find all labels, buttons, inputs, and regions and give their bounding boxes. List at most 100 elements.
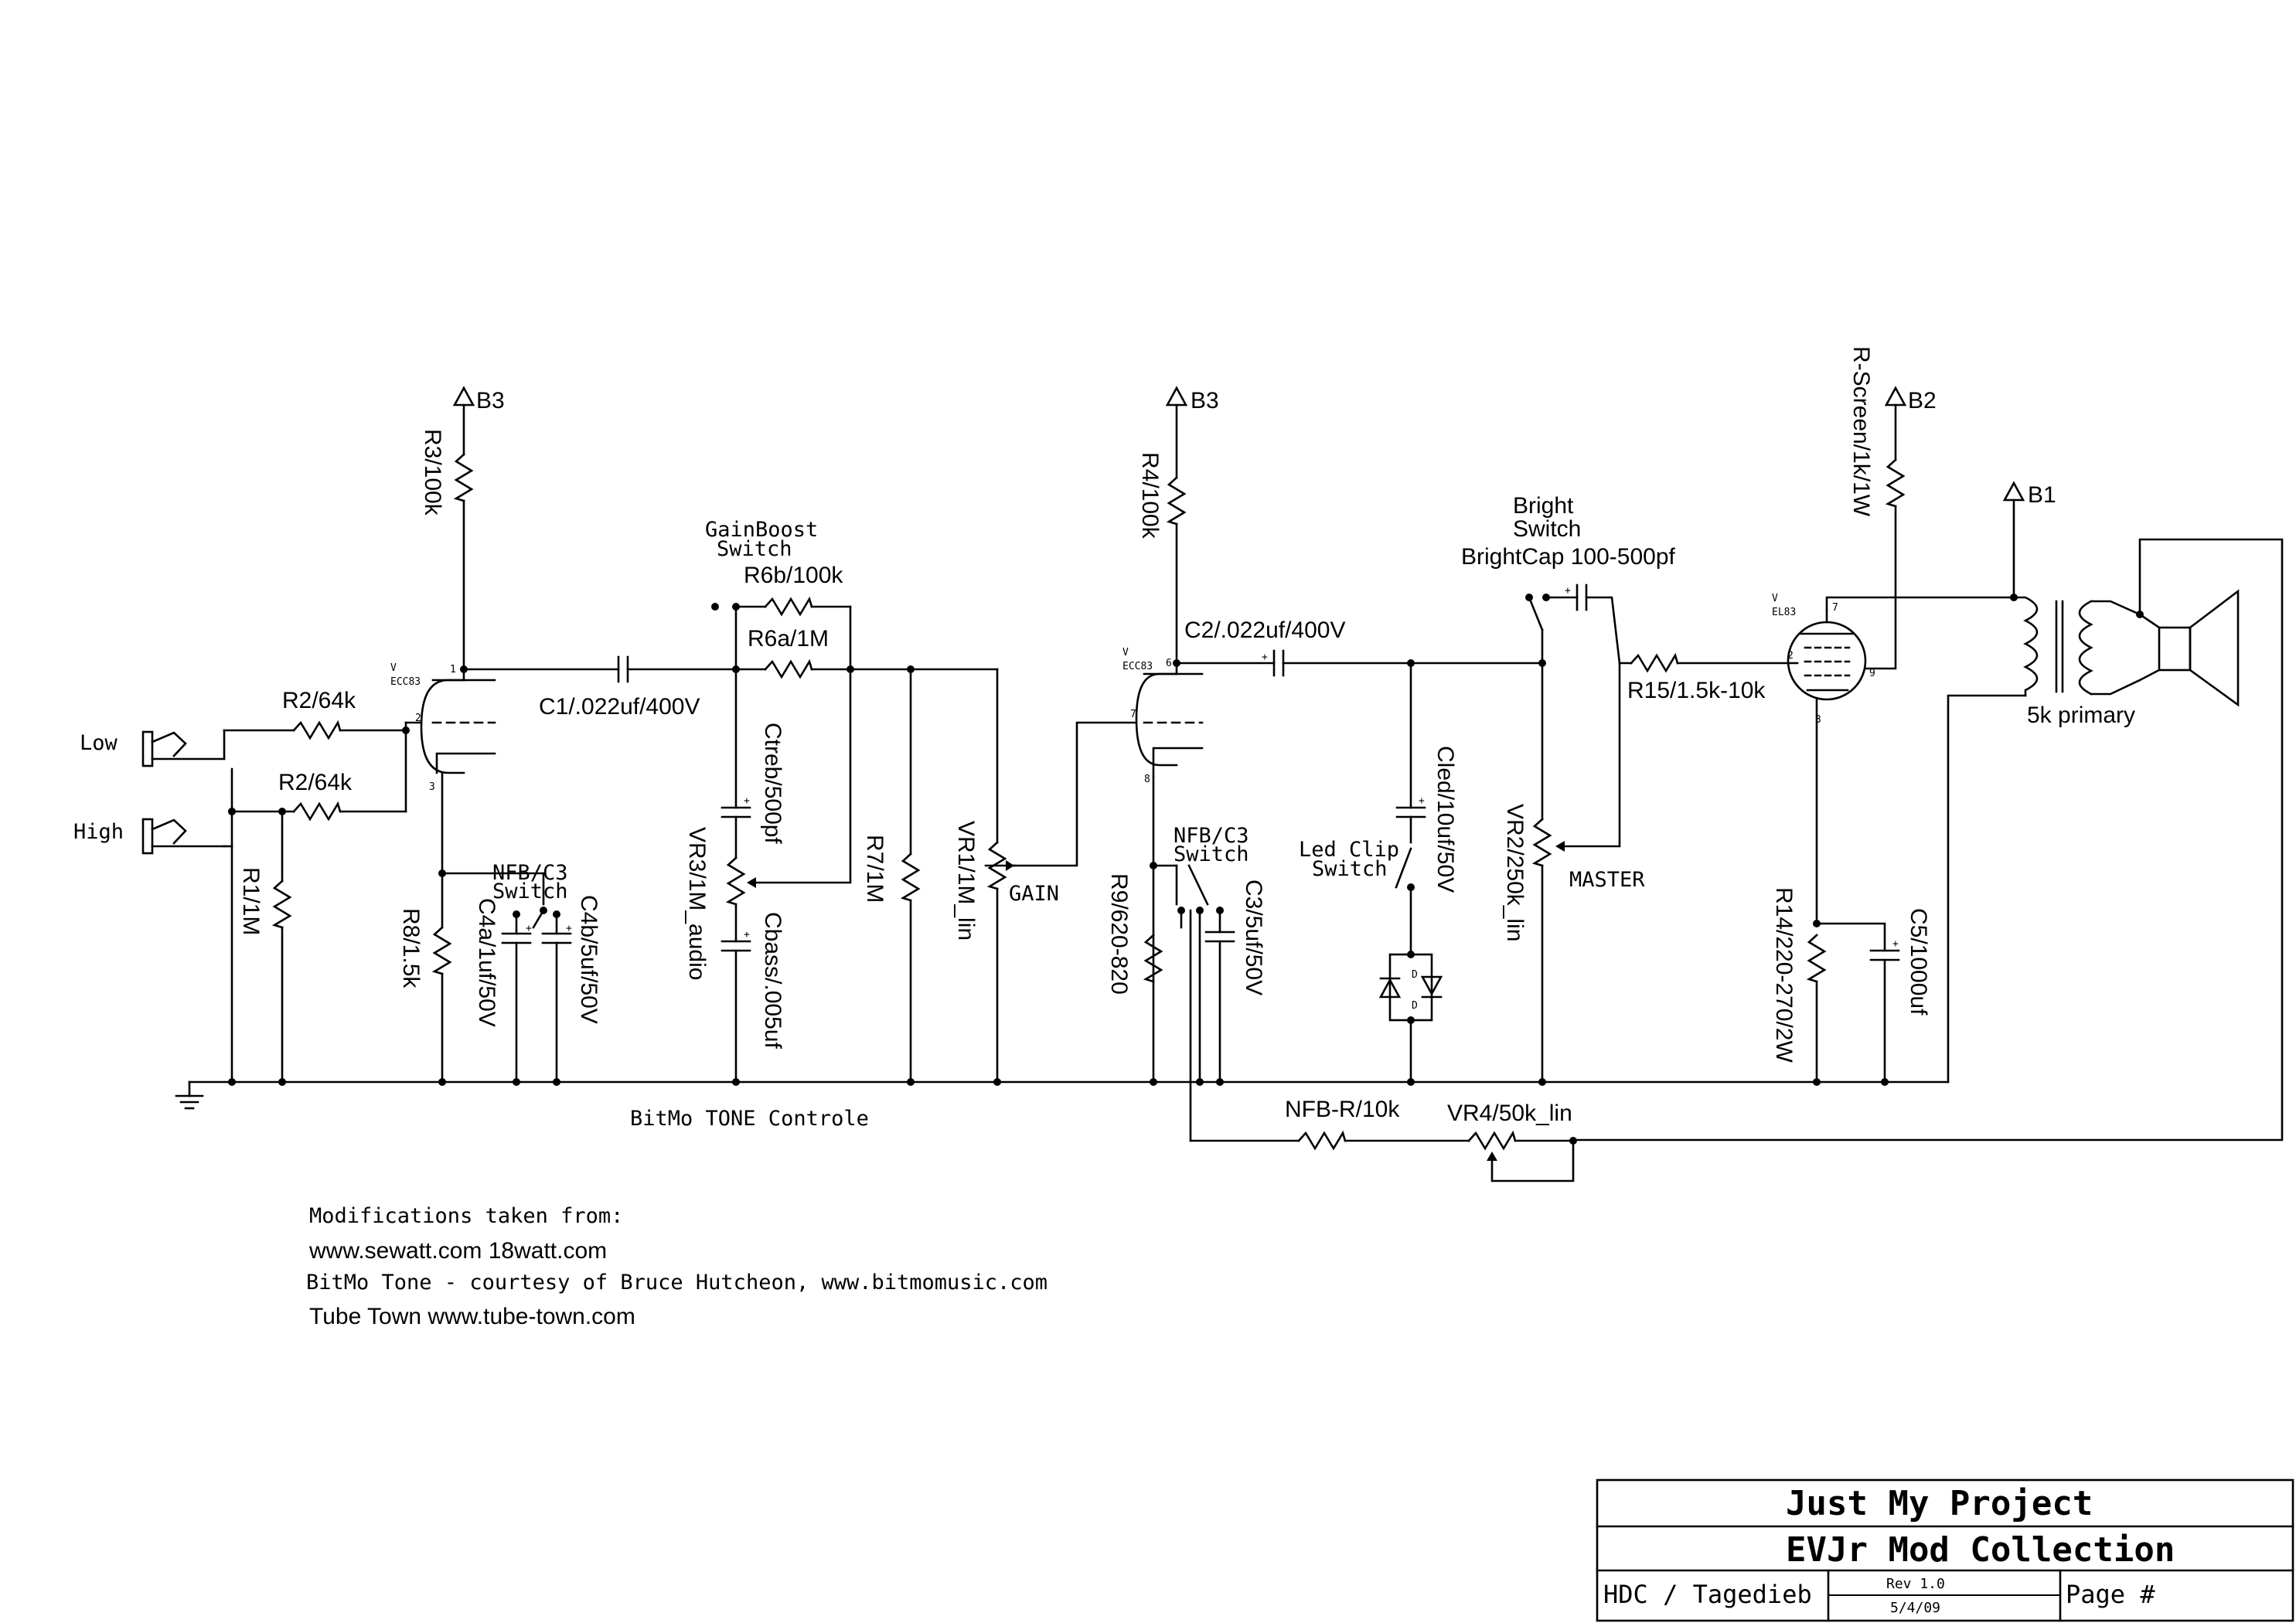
svg-text:+: + <box>1262 652 1268 663</box>
vr4-potentiometer[interactable] <box>1467 1131 1517 1150</box>
vr2-master-potentiometer[interactable] <box>1533 818 1552 867</box>
title-block-rev: Rev 1.0 <box>1886 1576 1945 1592</box>
svg-text:8: 8 <box>1144 774 1150 785</box>
svg-text:EL83: EL83 <box>1772 607 1796 618</box>
svg-text:+: + <box>744 929 750 941</box>
r14-label: R14/220-270/2W <box>1771 887 1797 1063</box>
output-transformer <box>2012 596 2141 697</box>
master-label: MASTER <box>1569 868 1645 892</box>
svg-text:6: 6 <box>1166 658 1172 669</box>
svg-text:2: 2 <box>1787 650 1794 662</box>
high-input-label: High <box>73 820 124 844</box>
stage-two: B3 R4/100k 6 V ECC83 7 8 + C2/.022uf/400… <box>1013 386 1799 1142</box>
svg-text:ECC83: ECC83 <box>390 676 421 688</box>
c3-label: C3/5uf/50V <box>1241 880 1266 995</box>
v3-el83-tube <box>1787 609 1867 701</box>
title-block: Just My Project EVJr Mod Collection HDC … <box>1596 1478 2294 1622</box>
gainboost-switch[interactable] <box>711 603 740 671</box>
note-line-3: BitMo Tone - courtesy of Bruce Hutcheon,… <box>306 1271 1048 1295</box>
c4a-label: C4a/1uf/50V <box>474 898 499 1027</box>
speaker <box>2138 589 2240 707</box>
note-line-4: Tube Town www.tube-town.com <box>309 1304 635 1329</box>
gainboost-label-bottom: Switch <box>717 537 792 561</box>
note-line-2: www.sewatt.com 18watt.com <box>308 1238 607 1264</box>
svg-text:2: 2 <box>415 713 421 724</box>
b1-supply-symbol <box>2002 481 2025 502</box>
title-block-author: HDC / Tagedieb <box>1603 1580 1812 1609</box>
svg-text:+: + <box>526 923 532 934</box>
nfb-switch-2-label-bottom: Switch <box>1174 842 1249 866</box>
b3-label-2: B3 <box>1191 388 1219 413</box>
r2-bottom-label: R2/64k <box>278 770 353 795</box>
svg-text:+: + <box>1565 585 1571 597</box>
svg-text:D: D <box>1412 1000 1418 1012</box>
r6b-resistor <box>764 597 813 616</box>
vr3-label: VR3/1M_audio <box>684 827 710 980</box>
r7-label: R7/1M <box>862 835 887 903</box>
svg-text:+: + <box>1419 795 1425 807</box>
r-screen-label: R-Screen/1k/1W <box>1848 346 1874 517</box>
nfb-switch-1[interactable] <box>513 909 560 929</box>
led-clip-label-bottom: Switch <box>1312 857 1388 881</box>
nfb-switch-2-label-top: NFB/C3 <box>1174 824 1249 848</box>
b3-supply-symbol-2 <box>1165 386 1188 407</box>
svg-text:3: 3 <box>1815 714 1821 726</box>
svg-text:+: + <box>744 795 750 807</box>
r-screen-resistor <box>1886 458 1905 508</box>
svg-text:9: 9 <box>1869 668 1875 679</box>
title-block-page: Page # <box>2066 1580 2155 1609</box>
bright-label-top: Bright <box>1513 493 1574 519</box>
svg-text:ECC83: ECC83 <box>1122 661 1153 672</box>
r6a-label: R6a/1M <box>748 626 829 652</box>
svg-text:+: + <box>566 923 572 934</box>
vr1-label: VR1/1M_lin <box>953 821 979 941</box>
vr3-potentiometer <box>727 856 745 906</box>
svg-text:7: 7 <box>1130 709 1136 720</box>
svg-text:3: 3 <box>429 781 435 793</box>
nfb-switch-1-label-bottom: Switch <box>492 880 568 903</box>
title-block-project: Just My Project <box>1786 1484 2093 1523</box>
note-line-1: Modifications taken from: <box>309 1204 623 1228</box>
gainboost-label-top: GainBoost <box>705 518 818 542</box>
nfb-switch-1-label-top: NFB/C3 <box>492 861 568 885</box>
low-input-label: Low <box>80 731 118 755</box>
bright-label-bottom: Switch <box>1513 516 1581 542</box>
low-input-jack[interactable] <box>141 730 226 767</box>
r14-resistor <box>1807 934 1826 983</box>
r4-resistor <box>1167 476 1186 526</box>
brightcap-label: BrightCap 100-500pf <box>1461 544 1676 570</box>
b1-label: B1 <box>2028 482 2056 508</box>
c1-label: C1/.022uf/400V <box>539 694 700 720</box>
b2-supply-symbol <box>1884 386 1907 407</box>
r2-top-resistor <box>292 721 342 740</box>
primary-label: 5k primary <box>2027 703 2135 728</box>
svg-text:V: V <box>1772 593 1778 604</box>
negative-feedback-loop: NFB-R/10k VR4/50k_lin <box>1189 1097 1577 1182</box>
r1-label: R1/1M <box>238 867 264 935</box>
gain-label: GAIN <box>1009 882 1059 906</box>
svg-text:D: D <box>1412 969 1418 981</box>
nfb-switch-2[interactable] <box>1177 864 1224 914</box>
v2-ecc83-tube <box>1135 662 1204 778</box>
r3-resistor <box>455 453 473 502</box>
high-input-jack[interactable] <box>141 818 226 855</box>
led-clip-label-top: Led Clip <box>1299 838 1399 862</box>
bright-switch[interactable] <box>1525 594 1550 665</box>
svg-text:V: V <box>1122 647 1129 658</box>
tone-controle-label: BitMo TONE Controle <box>630 1107 869 1131</box>
r15-resistor <box>1630 654 1679 672</box>
title-block-date: 5/4/09 <box>1890 1600 1940 1616</box>
c4b-label: C4b/5uf/50V <box>576 895 601 1024</box>
r1-resistor <box>273 880 291 929</box>
r8-resistor <box>433 926 451 975</box>
c5-label: C5/1000uf <box>1906 908 1931 1016</box>
cbass-label: Cbass/.005uf <box>760 912 785 1049</box>
b3-supply-symbol-1 <box>452 386 475 407</box>
r3-label: R3/100k <box>420 429 445 516</box>
svg-text:1: 1 <box>450 664 456 675</box>
vr2-label: VR2/250k_lin <box>1502 804 1528 941</box>
tone-stack: C1/.022uf/400V GainBoost Switch R6b/100k… <box>462 518 1059 1131</box>
svg-text:7: 7 <box>1832 602 1838 614</box>
clipping-diodes <box>1378 953 1443 1022</box>
